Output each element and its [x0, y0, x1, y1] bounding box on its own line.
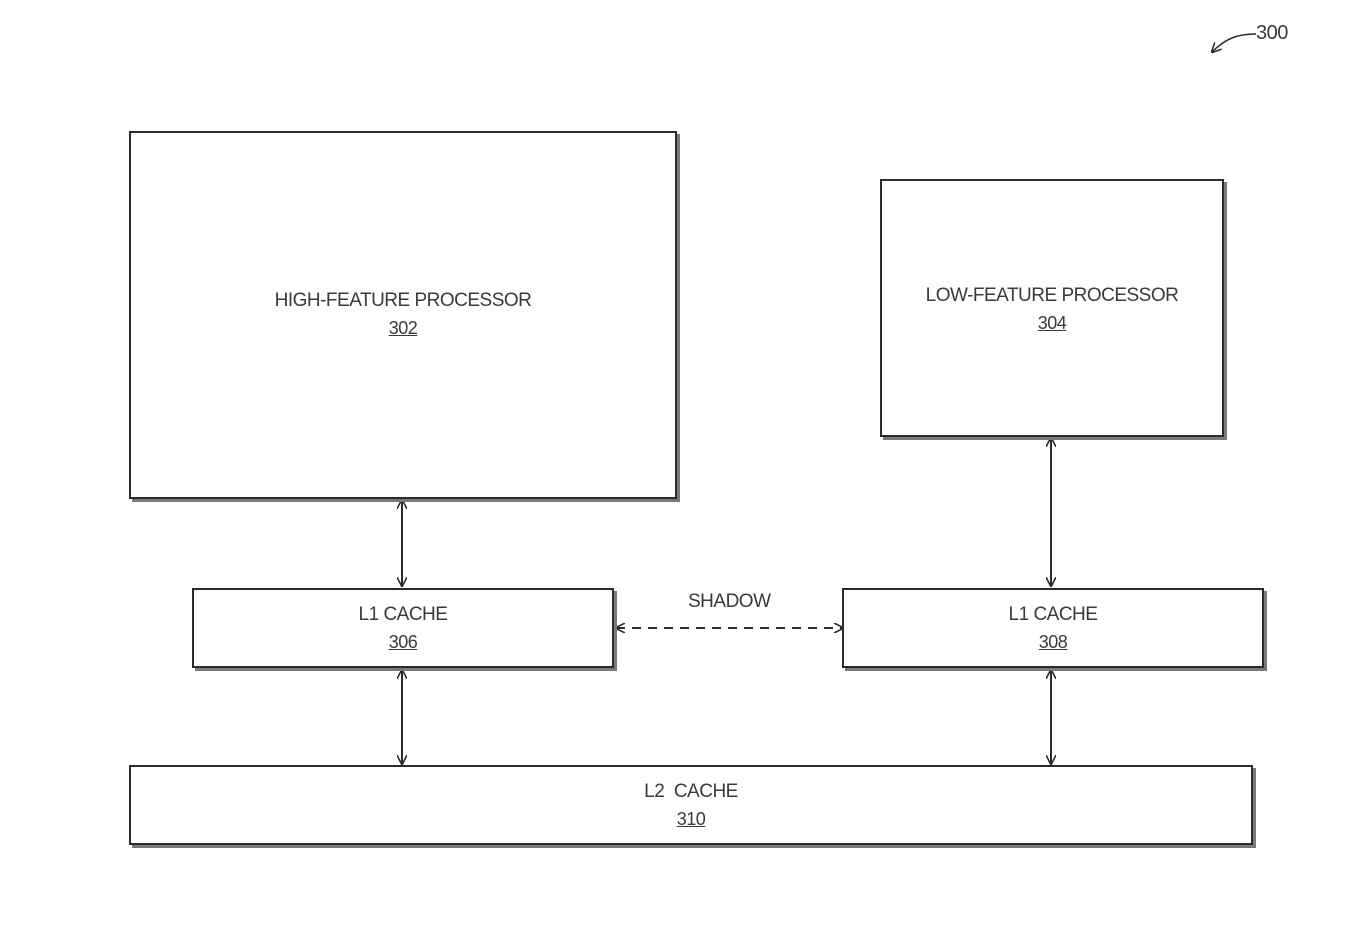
l1-cache-306-label: L1 CACHE	[358, 604, 448, 625]
l1-cache-308-ref: 308	[1038, 632, 1068, 652]
figure-ref-leader	[1212, 33, 1257, 52]
l2-cache-310-box: L2 CACHE 310	[129, 765, 1253, 845]
l1-cache-308-box: L1 CACHE 308	[842, 588, 1264, 668]
l2-cache-310-ref: 310	[676, 809, 706, 829]
high-feature-processor-label: HIGH-FEATURE PROCESSOR	[274, 290, 532, 311]
low-feature-processor-box: LOW-FEATURE PROCESSOR 304	[880, 179, 1224, 437]
l1-cache-306-ref: 306	[388, 632, 418, 652]
figure-ref-number: 300	[1256, 22, 1288, 44]
l1-cache-308-label: L1 CACHE	[1008, 604, 1098, 625]
high-feature-processor-box: HIGH-FEATURE PROCESSOR 302	[129, 131, 677, 499]
low-feature-processor-label: LOW-FEATURE PROCESSOR	[925, 285, 1179, 306]
low-feature-processor-ref: 304	[1037, 313, 1067, 333]
l1-cache-306-box: L1 CACHE 306	[192, 588, 614, 668]
l2-cache-310-label: L2 CACHE	[644, 781, 738, 802]
high-feature-processor-ref: 302	[388, 318, 418, 338]
shadow-label: SHADOW	[688, 591, 771, 612]
